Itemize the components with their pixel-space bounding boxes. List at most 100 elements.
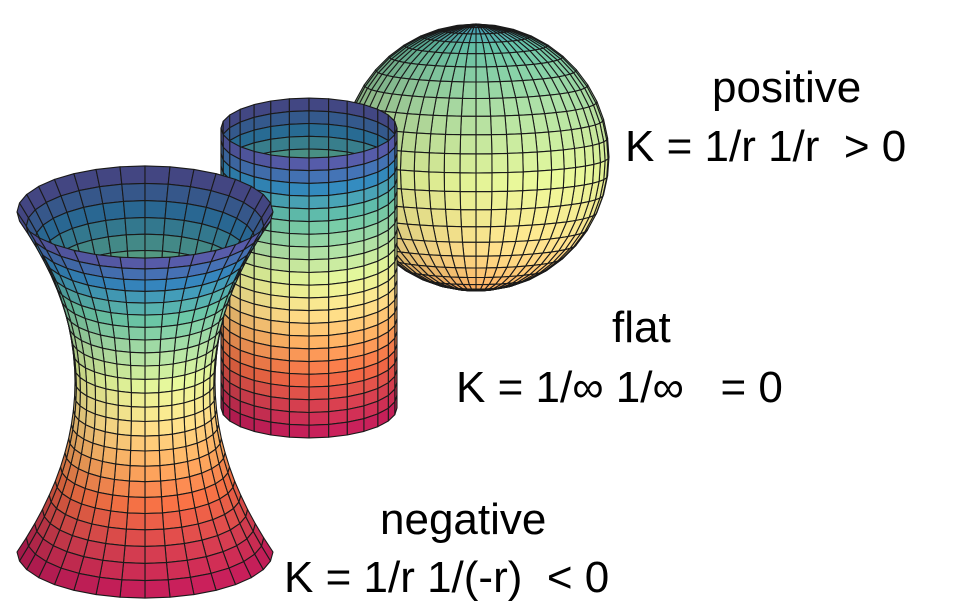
mesh-cell [504,114,522,135]
mesh-cell [475,276,486,286]
mesh-cell [122,278,146,292]
mesh-cell [428,133,447,154]
mesh-cell [308,398,330,414]
mesh-cell [308,194,330,210]
mesh-cell [487,81,504,99]
mesh-cell [475,66,489,83]
mesh-cell [308,232,330,248]
mesh-cell [308,296,330,312]
mesh-cell [158,350,175,367]
mesh-cell [475,42,486,55]
sphere-surface [342,23,610,292]
mesh-cell [99,559,125,581]
mesh-cell [288,411,310,426]
mesh-cell [475,209,492,228]
mesh-cell [144,579,171,599]
mesh-cell [160,324,178,340]
mesh-cell [159,463,177,482]
mesh-cell [522,151,539,173]
negative-label: negative [380,495,547,544]
mesh-cell [573,146,587,169]
mesh-cell [158,419,173,437]
mesh-cell [102,543,126,564]
positive-formula: K = 1/r 1/r > 0 [625,122,907,171]
mesh-cell [288,309,310,324]
mesh-cell [130,392,146,408]
mesh-cell [158,448,175,467]
mesh-cell [475,53,488,68]
mesh-cell [124,528,146,547]
mesh-cell [488,225,506,243]
mesh-cell [522,170,539,192]
mesh-cell [116,363,132,380]
mesh-cell [490,190,509,211]
mesh-cell [220,394,224,416]
mesh-cell [534,188,552,209]
mesh-cell [144,217,166,236]
mesh-cell [308,110,330,125]
mesh-cell [308,271,330,286]
mesh-cell [288,296,310,312]
mesh-cell [288,372,310,388]
mesh-cell [443,133,462,155]
mesh-cell [536,169,553,191]
mesh-cell [113,463,131,482]
mesh-cell [117,390,132,408]
mesh-cell [164,200,188,221]
cylinder-surface [220,97,398,439]
mesh-cell [126,313,146,328]
mesh-cell [534,131,552,153]
mesh-cell [158,376,173,394]
mesh-cell [428,171,446,192]
mesh-cell [128,465,146,483]
mesh-cell [189,572,217,596]
mesh-cell [288,135,310,151]
mesh-cell [116,433,132,452]
mesh-cell [144,290,166,304]
mesh-cell [158,390,173,408]
mesh-cell [490,133,509,155]
mesh-cell [144,182,169,202]
mesh-cell [456,288,477,291]
mesh-cell [144,378,160,394]
mesh-cell [460,226,477,243]
mesh-cell [144,545,168,564]
mesh-cell [475,255,489,269]
mesh-cell [288,385,310,401]
mesh-cell [460,115,477,136]
mesh-cell [121,182,146,202]
mesh-cell [160,478,178,498]
mesh-cell [443,190,462,211]
mesh-cell [158,433,174,452]
mesh-cell [99,183,125,205]
mesh-cell [144,449,161,467]
mesh-cell [164,543,188,564]
mesh-cell [443,152,461,174]
mesh-cell [490,115,508,136]
mesh-cell [520,132,538,154]
mesh-cell [270,421,290,438]
mesh-cell [308,360,330,375]
mesh-cell [505,133,524,154]
mesh-cell [491,152,509,174]
mesh-cell [308,411,330,426]
mesh-cell [288,271,310,286]
mesh-cell [125,233,146,252]
mesh-cell [288,360,310,375]
mesh-cell [165,559,191,581]
mesh-cell [124,217,146,236]
mesh-cell [562,167,577,189]
mesh-cell [460,97,477,117]
mesh-cell [444,115,462,136]
mesh-cell [460,209,477,228]
mesh-cell [130,435,146,452]
mesh-cell [328,421,348,438]
mesh-cell [130,406,146,423]
mesh-cell [288,283,310,299]
mesh-cell [288,398,310,414]
mesh-cell [459,134,477,155]
mesh-cell [117,376,132,394]
mesh-cell [550,168,565,190]
mesh-cell [115,350,132,367]
